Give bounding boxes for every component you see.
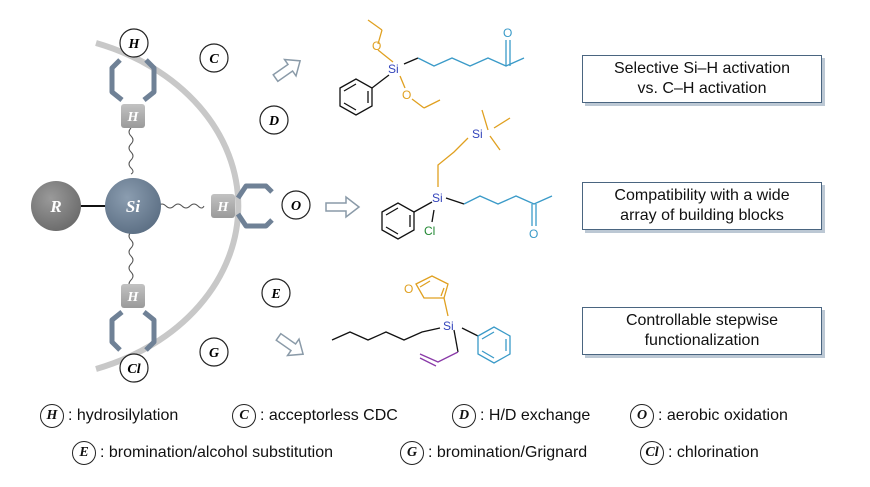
svg-text:D: D (268, 114, 279, 129)
ring-node-h: H (119, 28, 149, 58)
arrow-down-right (275, 332, 305, 357)
legend-symbol: G (400, 441, 424, 465)
svg-text:O: O (291, 199, 301, 214)
feature-text: Compatibility with a wide (614, 187, 790, 204)
ring-node-c: C (199, 43, 229, 73)
feature-box-stepwise: Controllable stepwise functionalization (582, 307, 822, 355)
legend-symbol: Cl (640, 441, 664, 465)
furan-ring (415, 275, 449, 299)
feature-box-compatibility: Compatibility with a wide array of buildi… (582, 182, 822, 230)
r-group-label: R (49, 197, 61, 216)
legend-item-cl: Cl : chlorination (640, 441, 759, 465)
legend-text: : hydrosilylation (68, 407, 179, 424)
catalyst-top (109, 58, 157, 102)
mol2-ketone-o: O (529, 227, 538, 241)
hydride-box-top (121, 104, 145, 128)
mol2-si: Si (432, 191, 443, 205)
mol1-o-top: O (372, 39, 381, 53)
legend-text: : acceptorless CDC (260, 407, 398, 424)
feature-text: Selective Si–H activation (613, 60, 791, 77)
catalyst-right (235, 183, 274, 229)
legend-item-o: O : aerobic oxidation (630, 404, 788, 428)
ring-node-e: E (261, 278, 291, 308)
svg-text:E: E (270, 287, 280, 302)
molecule-1 (339, 19, 525, 116)
molecule-2 (381, 109, 553, 240)
hydride-box-right (211, 194, 235, 218)
legend-symbol: D (452, 404, 476, 428)
phenyl-ring-2 (381, 202, 415, 240)
phenyl-ring-1 (339, 78, 373, 116)
tether-right (157, 203, 205, 209)
svg-text:C: C (209, 52, 219, 67)
phenyl-ring-3 (477, 326, 511, 364)
arrow-up-right (272, 58, 302, 83)
si-center-sphere (105, 178, 161, 234)
hydride-box-bottom (121, 284, 145, 308)
mol1-o-bottom: O (402, 88, 411, 102)
legend-text: : bromination/alcohol substitution (100, 444, 334, 461)
molecule-3 (331, 275, 511, 367)
svg-text:G: G (209, 346, 219, 361)
r-group-sphere (31, 181, 81, 231)
feature-text: functionalization (644, 332, 760, 349)
mol1-si: Si (388, 62, 399, 76)
ring-node-d: D (259, 105, 289, 135)
feature-box-selective: Selective Si–H activation vs. C–H activat… (582, 55, 822, 103)
catalyst-bottom (109, 310, 157, 352)
legend-text: : aerobic oxidation (658, 407, 788, 424)
svg-text:H: H (128, 37, 141, 52)
mol1-ketone-o: O (503, 26, 512, 40)
legend-text: : H/D exchange (480, 407, 591, 424)
ring-arc (95, 40, 242, 372)
legend-symbol: C (232, 404, 256, 428)
mol3-furan-o: O (404, 282, 413, 296)
ring-node-cl: Cl (119, 353, 149, 383)
mol3-si: Si (443, 319, 454, 333)
legend-symbol: O (630, 404, 654, 428)
legend-symbol: H (40, 404, 64, 428)
hydride-label-top: H (127, 110, 140, 125)
legend-symbol: E (72, 441, 96, 465)
feature-text: array of building blocks (620, 207, 784, 224)
svg-text:Cl: Cl (127, 362, 140, 377)
legend-item-g: G : bromination/Grignard (400, 441, 587, 465)
legend-text: : chlorination (668, 444, 759, 461)
hydride-label-right: H (217, 200, 230, 215)
ring-node-o: O (281, 190, 311, 220)
feature-text: Controllable stepwise (625, 312, 779, 329)
legend-item-h: H : hydrosilylation (40, 404, 178, 428)
mol2-si-tms: Si (472, 127, 483, 141)
tether-top (128, 127, 134, 175)
mol2-cl: Cl (424, 224, 435, 238)
hydride-label-bottom: H (127, 290, 140, 305)
arrow-right (325, 195, 361, 219)
legend-item-c: C : acceptorless CDC (232, 404, 398, 428)
feature-text: vs. C–H activation (637, 80, 767, 97)
si-center-label: Si (126, 197, 140, 216)
legend-item-e: E : bromination/alcohol substitution (72, 441, 333, 465)
legend-text: : bromination/Grignard (428, 444, 588, 461)
legend-item-d: D : H/D exchange (452, 404, 590, 428)
ring-node-g: G (199, 337, 229, 367)
